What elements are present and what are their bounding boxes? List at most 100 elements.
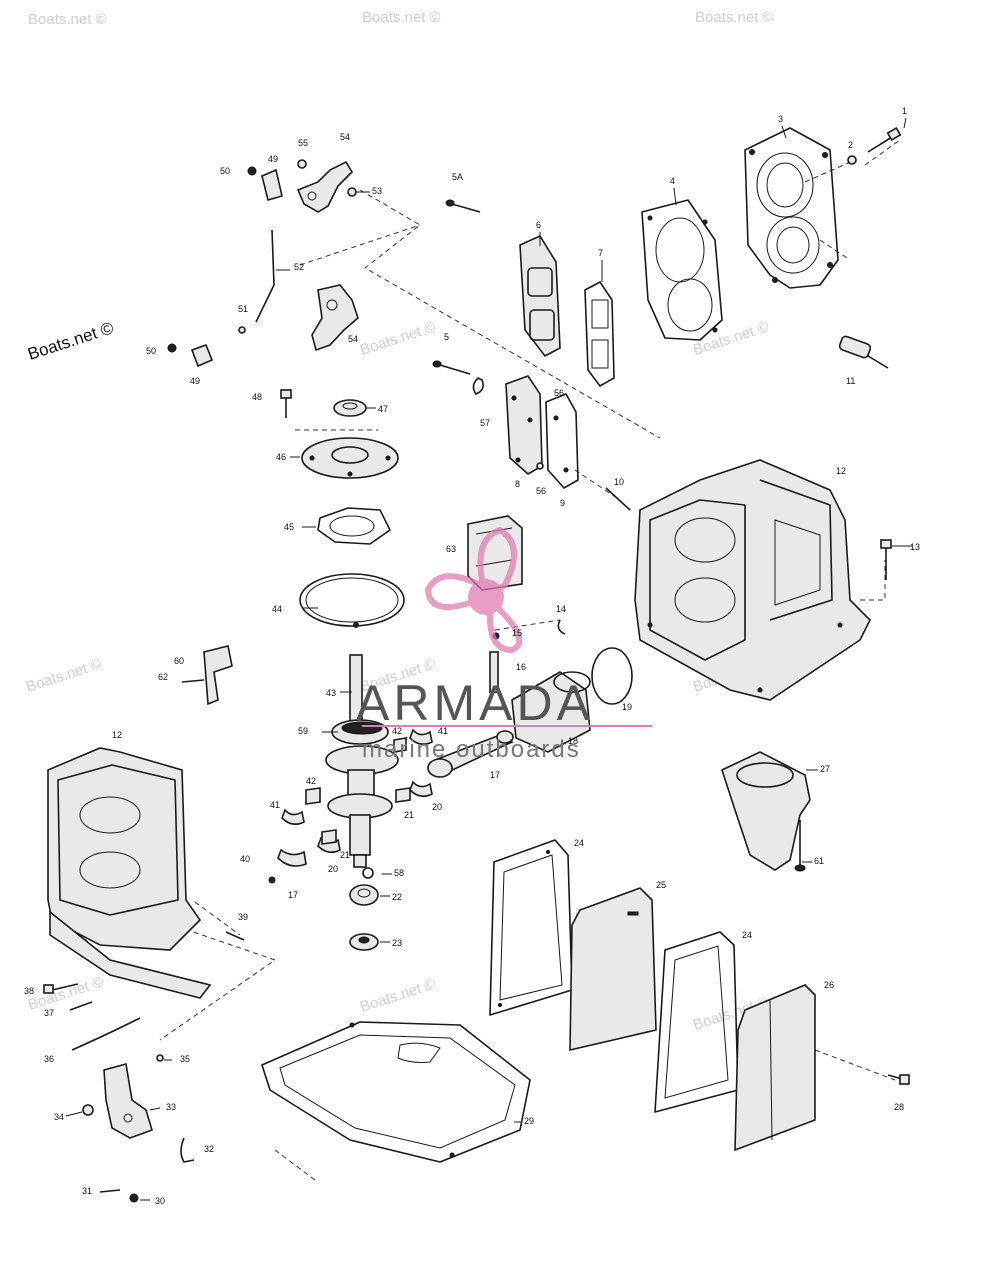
- callout-5a: 5A: [452, 172, 463, 182]
- part-head-gasket: [641, 199, 723, 341]
- watermark-bottom-center: Boats.net ©: [358, 975, 438, 1015]
- part-spring-32: [180, 1137, 195, 1163]
- callout-46: 46: [276, 452, 286, 462]
- callout-61: 61: [814, 856, 824, 866]
- part-cylinder-head-cover: [744, 127, 839, 289]
- part-gasket-25: [569, 887, 657, 1052]
- callout-25: 25: [656, 880, 666, 890]
- part-screw-10: [605, 487, 631, 511]
- callout-14: 14: [556, 604, 566, 614]
- part-exhaust-cover-9: [545, 393, 579, 489]
- part-transfer-cover: [519, 234, 561, 358]
- callout-32: 32: [204, 1144, 214, 1154]
- part-gasket-24b: [654, 931, 739, 1113]
- part-seal-47: [333, 399, 367, 417]
- callout-50-top: 50: [220, 166, 230, 176]
- part-gasket-45: [317, 507, 391, 545]
- callout-7: 7: [598, 248, 603, 258]
- callout-47: 47: [378, 404, 388, 414]
- part-clip-14: [557, 619, 566, 635]
- callout-53: 53: [372, 186, 382, 196]
- watermark-top-right: Boats.net ©: [695, 9, 774, 26]
- callout-54-top: 54: [340, 132, 350, 142]
- callout-21-right: 21: [404, 810, 414, 820]
- part-screw-35: [156, 1054, 164, 1062]
- callout-19: 19: [622, 702, 632, 712]
- callout-16: 16: [516, 662, 526, 672]
- part-piston-18: [511, 671, 591, 753]
- callout-4: 4: [670, 176, 675, 186]
- callout-55: 55: [298, 138, 308, 148]
- callout-24-lower: 24: [742, 930, 752, 940]
- callout-42-left: 42: [306, 776, 316, 786]
- part-piston-ring-19: [591, 647, 633, 705]
- callout-42-right: 42: [392, 726, 402, 736]
- callout-3: 3: [778, 114, 783, 124]
- part-housing-27: [721, 751, 811, 871]
- part-throttle-lever-54: [296, 160, 354, 213]
- part-lever-54-lower: [311, 284, 359, 352]
- callout-2: 2: [848, 140, 853, 150]
- part-bearing-23: [349, 933, 379, 951]
- callout-38: 38: [24, 986, 34, 996]
- part-gasket-7: [584, 281, 615, 387]
- callout-41-right: 41: [438, 726, 448, 736]
- part-bracket-49-lower: [190, 343, 214, 368]
- callout-18: 18: [568, 736, 578, 746]
- part-temperature-switch: [838, 335, 889, 369]
- part-bearing-plate-46: [301, 437, 399, 479]
- part-nut-55: [297, 159, 307, 169]
- callout-50-lower: 50: [146, 346, 156, 356]
- callout-51: 51: [238, 304, 248, 314]
- part-screw-48: [280, 389, 292, 418]
- callout-54-lower: 54: [348, 334, 358, 344]
- brand-name: ARMADA: [356, 675, 594, 731]
- part-bearing-20b: [409, 780, 433, 798]
- brand-underline: [362, 725, 652, 727]
- part-bearing-41: [281, 808, 305, 826]
- part-screw-62: [181, 679, 205, 683]
- part-clip-57: [472, 377, 484, 395]
- callout-56-lower: 56: [536, 486, 546, 496]
- callout-45: 45: [284, 522, 294, 532]
- callout-leaders: [65, 117, 912, 1201]
- part-bracket-49: [261, 168, 283, 201]
- part-crankcase-left: [47, 747, 212, 999]
- part-bolt-38: [43, 983, 79, 994]
- callout-12-left: 12: [112, 730, 122, 740]
- callout-30: 30: [155, 1196, 165, 1206]
- callout-40: 40: [240, 854, 250, 864]
- part-bolt-5: [432, 360, 471, 375]
- callout-34: 34: [54, 1112, 64, 1122]
- assembly-lines: [99, 139, 901, 1181]
- part-clip-51: [238, 326, 246, 334]
- callout-29: 29: [524, 1116, 534, 1126]
- brand-propeller-blade-icon: [480, 587, 523, 654]
- part-screw-40: [268, 876, 276, 884]
- part-connecting-rod-17: [427, 730, 514, 778]
- part-bolt-5a: [445, 199, 481, 213]
- brand-propeller-blade-icon: [477, 526, 517, 602]
- callout-57: 57: [480, 418, 490, 428]
- callout-21-left: 21: [340, 850, 350, 860]
- part-washer-53: [347, 187, 357, 197]
- callout-31: 31: [82, 1186, 92, 1196]
- callout-41-left: 41: [270, 800, 280, 810]
- watermark-mid-center: Boats.net ©: [358, 318, 438, 358]
- callout-15: 15: [512, 628, 522, 638]
- callout-28: 28: [894, 1102, 904, 1112]
- callout-52: 52: [294, 262, 304, 272]
- callout-62: 62: [158, 672, 168, 682]
- part-stud-39: [225, 931, 245, 941]
- callout-27: 27: [820, 764, 830, 774]
- callout-59: 59: [298, 726, 308, 736]
- callout-6: 6: [536, 220, 541, 230]
- part-bearing-21b: [395, 787, 411, 803]
- callout-33: 33: [166, 1102, 176, 1112]
- callout-37: 37: [44, 1008, 54, 1018]
- part-washer-31: [99, 1189, 121, 1193]
- part-plate-26: [734, 984, 816, 1152]
- callout-17-right: 17: [490, 770, 500, 780]
- brand-propeller-blade-icon: [424, 573, 491, 610]
- callout-44: 44: [272, 604, 282, 614]
